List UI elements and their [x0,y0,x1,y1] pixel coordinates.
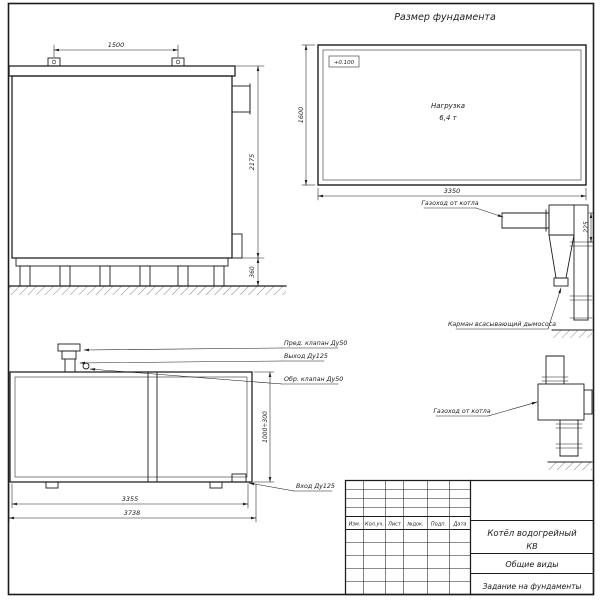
lower-duct-view: Газоход от котла [433,355,593,470]
header-izm: Изм. [349,522,361,528]
outlet-leader [79,360,283,365]
foundation-title: Размер фундамента [394,12,496,23]
doc-view-title: Общие виды [505,560,558,569]
duct-elbow-box [537,383,585,421]
load-label: Нагрузка [431,102,465,110]
pocket-leader [547,287,562,330]
duct-elbow [548,204,575,236]
dim-2175: 2175 [248,154,256,171]
elevation-mark: +0.100 [334,60,355,66]
dim-3350: 3350 [444,187,461,195]
foundation-plan: Размер фундамента +0.100 Нагрузка 6,4 т … [297,12,587,201]
safety-valve-leader [83,347,283,352]
foundation-outline [317,44,587,186]
dim-1500: 1500 [108,41,125,49]
boiler-lid [8,65,236,77]
safety-valve [57,343,81,352]
inlet-nozzle [231,473,247,483]
title-block: Изм. Кол.уч. Лист №док. Подп. Дата Котёл… [344,479,595,596]
floor-hatch [552,330,592,338]
doc-task-title: Задание на фундаменты [483,582,582,591]
upper-duct-leader [475,207,504,218]
plan-outline [9,371,253,483]
support-leg [139,265,151,287]
boiler-body [11,75,233,259]
foot-pad [45,481,59,489]
dim-depth: 1000÷300 [262,411,269,443]
lifting-lug [171,57,185,67]
inlet-label: Вход Ду125 [296,483,335,490]
outlet-label: Выход Ду125 [284,353,328,360]
ground-hatch [9,286,286,295]
base-frame [15,257,229,267]
product-name-line2: КВ [526,542,537,551]
support-leg [99,265,111,287]
support-leg [213,265,225,287]
header-list: Лист [387,522,402,528]
dim-360: 360 [249,266,256,278]
header-data: Дата [453,522,467,528]
dim-1600: 1600 [297,107,305,124]
lower-duct-label: Газоход от котла [433,408,490,415]
support-leg [59,265,71,287]
elevation-mark-box [328,55,360,68]
drawing-frame [7,2,595,596]
dim-3738: 3738 [124,509,141,517]
check-valve [82,362,90,370]
pocket-label: Карман всасывающий дымососа [448,321,556,328]
inlet-leader [248,482,295,492]
upper-duct-view: Газоход от котла 225 Карман всасывающий … [421,200,594,338]
foot-pad [209,481,223,489]
check-valve-leader [89,368,283,385]
dim-3355: 3355 [122,495,139,503]
side-box [231,233,243,259]
lifting-lug [47,57,61,67]
boiler-side-view: 1500 2175 360 [8,41,287,295]
support-leg [19,265,31,287]
dim-225: 225 [583,221,590,233]
suction-pocket [548,234,575,279]
header-koluch: Кол.уч. [365,522,384,528]
check-valve-label: Обр. клапан Ду50 [284,375,343,383]
header-podp: Подп. [431,522,446,528]
upper-duct-label: Газоход от котла [421,200,478,207]
lower-duct-leader [487,401,538,417]
product-name-line1: Котёл водогрейный [487,529,577,539]
flue-outlet [231,85,251,113]
support-leg [177,265,189,287]
load-value: 6,4 т [439,114,457,122]
floor-hatch [548,462,592,470]
boiler-plan-view: Пред. клапан Ду50 Выход Ду125 Обр. клапа… [8,340,347,523]
safety-valve-label: Пред. клапан Ду50 [284,340,347,347]
header-ndok: №док. [406,522,423,528]
title-block-frame [344,479,595,596]
